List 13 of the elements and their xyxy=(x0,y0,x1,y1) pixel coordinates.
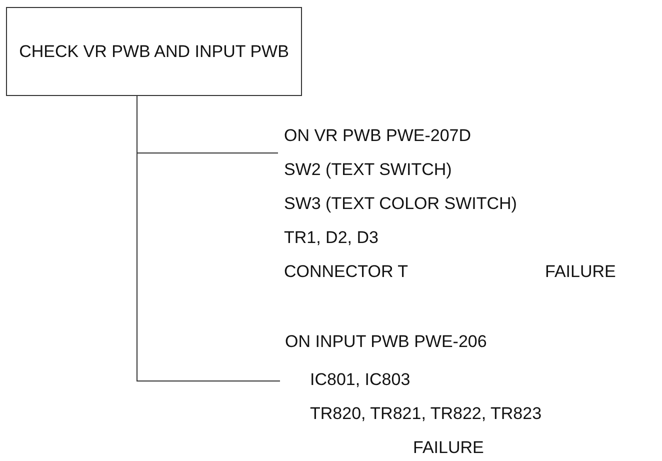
text-line: FAILURE xyxy=(413,438,484,458)
text-line: TR820, TR821, TR822, TR823 xyxy=(310,404,542,424)
text-line: CONNECTOR T xyxy=(284,262,408,282)
text-line: SW2 (TEXT SWITCH) xyxy=(284,160,452,180)
text-line: SW3 (TEXT COLOR SWITCH) xyxy=(284,194,517,214)
text-line: IC801, IC803 xyxy=(310,370,410,390)
text-line: ON INPUT PWB PWE-206 xyxy=(285,332,487,352)
process-box xyxy=(6,7,302,96)
text-line: ON VR PWB PWE-207D xyxy=(284,126,472,146)
text-line: FAILURE xyxy=(545,262,616,282)
connector-line xyxy=(136,96,280,382)
text-line: TR1, D2, D3 xyxy=(284,228,378,248)
box-label: CHECK VR PWB AND INPUT PWB xyxy=(19,40,289,62)
